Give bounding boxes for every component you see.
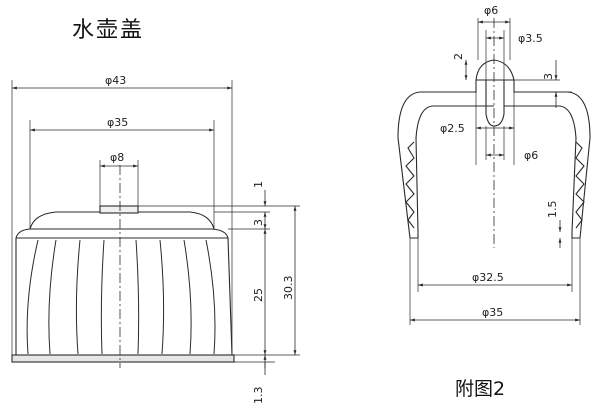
right-view-labels: φ6 φ3.5 2 3 φ2.5 φ6 1.5 φ32.5 φ35	[440, 4, 559, 319]
dim-knob-height: 1	[252, 181, 265, 188]
thread-right	[575, 141, 585, 229]
figure-caption: 附图2	[455, 378, 506, 400]
dim-base-height: 1.3	[252, 387, 265, 405]
lid-body	[15, 228, 233, 356]
dim-section-outer-diameter: φ35	[482, 306, 503, 319]
lid-flutes	[26, 239, 216, 355]
dim-inner-diameter: φ35	[107, 116, 128, 129]
dim-body-height: 25	[252, 288, 265, 302]
dim-cap-top: 3	[252, 219, 265, 226]
left-view	[11, 80, 300, 375]
dim-knob-diameter: φ8	[110, 151, 124, 164]
dim-head-offset: 3	[542, 73, 555, 80]
dim-thread-diameter: φ32.5	[472, 271, 504, 284]
dim-head-height: 2	[452, 53, 465, 60]
left-view-labels: φ43 φ35 φ8 1 3 25 30.3 1.3	[105, 74, 295, 404]
dim-outer-diameter: φ43	[105, 74, 126, 87]
section-inner-wall	[415, 105, 577, 233]
dim-hole-diameter: φ6	[524, 149, 538, 162]
dim-step: 1.5	[546, 201, 559, 219]
thread-left	[405, 141, 415, 229]
section-stem	[485, 80, 505, 127]
lid-knob	[99, 205, 139, 214]
lid-cap	[29, 211, 215, 230]
dim-stem-top: φ3.5	[518, 32, 543, 45]
dim-top-knob: φ6	[484, 4, 498, 17]
dim-total-height: 30.3	[282, 276, 295, 301]
dim-stem-diameter: φ2.5	[440, 122, 465, 135]
section-knob	[475, 59, 515, 81]
lid-title: 水壶盖	[72, 18, 145, 43]
right-view	[397, 18, 591, 325]
lid-base	[11, 354, 235, 363]
